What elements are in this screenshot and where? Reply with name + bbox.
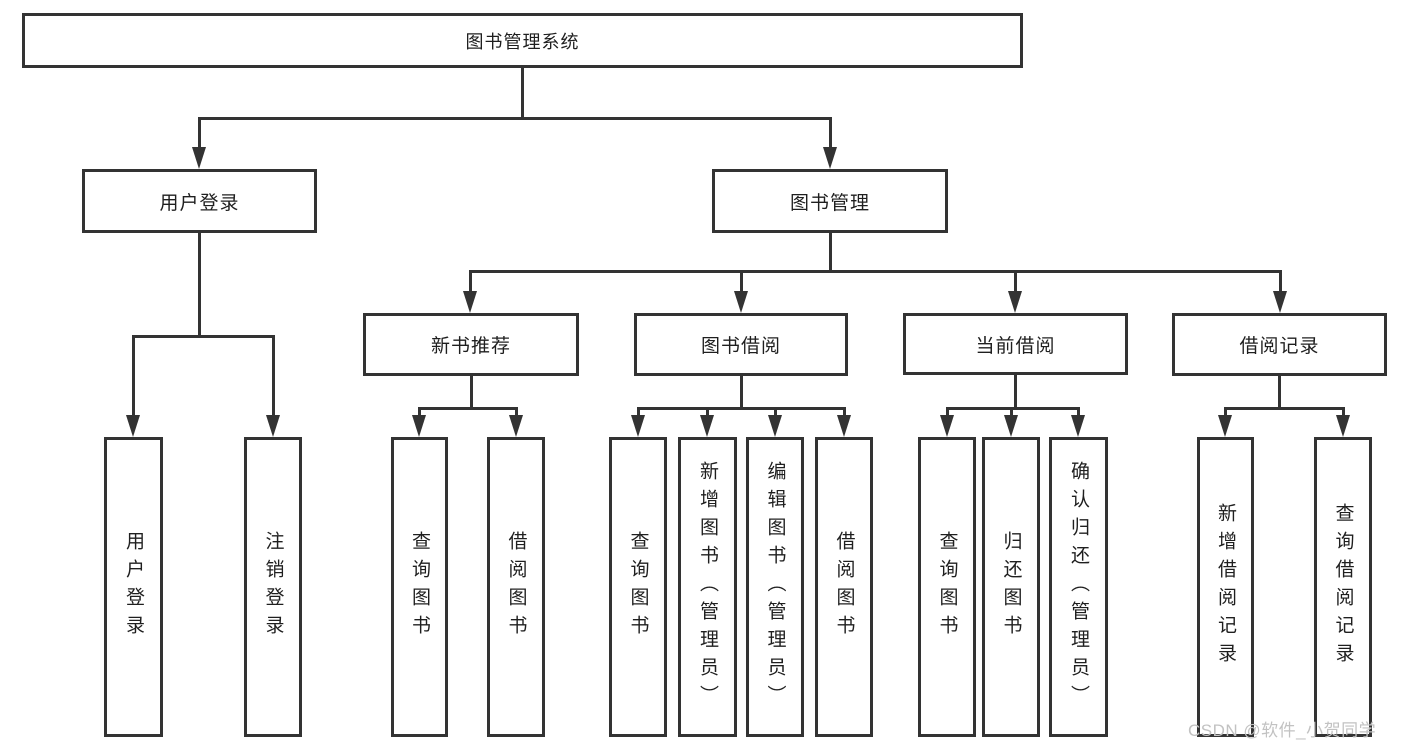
- node-book-borrow: 图书借阅: [634, 313, 848, 376]
- node-book-management: 图书管理: [712, 169, 948, 233]
- arrowhead-icon: [1008, 291, 1022, 313]
- connector-current-borrow-stem: [1014, 375, 1017, 410]
- arrowhead-icon: [1218, 415, 1232, 437]
- node-borrow-records-label: 借阅记录: [1239, 336, 1320, 357]
- leaf-newbook-borrow-books-label: 借阅图书: [505, 531, 527, 643]
- leaf-borrow-edit-books-admin-label: 编辑图书（管理员）: [764, 461, 786, 713]
- csdn-watermark: CSDN @软件_小贺同学: [1188, 721, 1377, 740]
- leaf-borrow-add-books-admin: 新增图书（管理员）: [678, 437, 737, 737]
- connector-user-login-bar: [132, 335, 274, 338]
- arrowhead-icon: [1336, 415, 1350, 437]
- arrowhead-icon: [631, 415, 645, 437]
- leaf-borrow-query-books-label: 查询图书: [627, 531, 649, 643]
- leaf-current-query-books: 查询图书: [918, 437, 976, 737]
- node-root-label: 图书管理系统: [465, 31, 580, 52]
- leaf-records-add-record-label: 新增借阅记录: [1215, 503, 1236, 671]
- connector-stub: [1077, 407, 1080, 419]
- connector-stub: [637, 407, 640, 419]
- connector-to-new-book: [469, 270, 472, 293]
- connector-new-book-bar: [418, 407, 517, 410]
- arrowhead-icon: [700, 415, 714, 437]
- leaf-current-confirm-return-admin-label: 确认归还（管理员）: [1068, 461, 1089, 713]
- connector-user-login-stem: [198, 233, 201, 338]
- leaf-newbook-borrow-books: 借阅图书: [487, 437, 545, 737]
- arrowhead-icon: [266, 415, 280, 437]
- connector-stub: [1224, 407, 1227, 419]
- leaf-user-login: 用户登录: [104, 437, 163, 737]
- connector-borrow-records-stem: [1278, 376, 1281, 410]
- connector-borrow-records-bar: [1224, 407, 1343, 410]
- leaf-records-add-record: 新增借阅记录: [1197, 437, 1254, 737]
- connector-stub: [1342, 407, 1345, 419]
- connector-to-book-management: [829, 117, 832, 149]
- node-new-book-recommend-label: 新书推荐: [430, 336, 511, 357]
- leaf-current-return-books-label: 归还图书: [1000, 531, 1022, 643]
- node-current-borrow-label: 当前借阅: [975, 335, 1056, 357]
- leaf-newbook-query-books-label: 查询图书: [409, 531, 430, 643]
- leaf-records-query-record: 查询借阅记录: [1314, 437, 1372, 737]
- arrowhead-icon: [126, 415, 140, 437]
- connector-stub: [418, 407, 421, 419]
- arrowhead-icon: [1273, 291, 1287, 313]
- connector-to-leaf-logout: [272, 335, 275, 417]
- connector-new-book-stem: [470, 376, 473, 410]
- connector-book-borrow-bar: [637, 407, 844, 410]
- connector-stub: [946, 407, 949, 419]
- connector-book-management-stem: [829, 233, 832, 273]
- connector-book-borrow-stem: [740, 376, 743, 410]
- node-user-login: 用户登录: [82, 169, 317, 233]
- connector-to-user-login: [198, 117, 201, 149]
- arrowhead-icon: [837, 415, 851, 437]
- node-book-management-label: 图书管理: [789, 192, 870, 214]
- connector-to-borrow-records: [1279, 270, 1282, 293]
- node-book-borrow-label: 图书借阅: [700, 336, 781, 357]
- leaf-current-return-books: 归还图书: [982, 437, 1040, 737]
- arrowhead-icon: [463, 291, 477, 313]
- arrowhead-icon: [509, 415, 523, 437]
- connector-stub: [706, 407, 709, 419]
- leaf-user-login-label: 用户登录: [123, 531, 144, 643]
- node-borrow-records: 借阅记录: [1172, 313, 1387, 376]
- arrowhead-icon: [768, 415, 782, 437]
- leaf-borrow-borrow-books-label: 借阅图书: [833, 531, 855, 643]
- arrowhead-icon: [1004, 415, 1018, 437]
- leaf-borrow-add-books-admin-label: 新增图书（管理员）: [697, 461, 718, 713]
- leaf-current-confirm-return-admin: 确认归还（管理员）: [1049, 437, 1108, 737]
- connector-to-current-borrow: [1014, 270, 1017, 293]
- node-new-book-recommend: 新书推荐: [363, 313, 579, 376]
- leaf-newbook-query-books: 查询图书: [391, 437, 448, 737]
- leaf-borrow-edit-books-admin: 编辑图书（管理员）: [746, 437, 804, 737]
- leaf-borrow-query-books: 查询图书: [609, 437, 667, 737]
- arrowhead-icon: [734, 291, 748, 313]
- node-user-login-label: 用户登录: [159, 192, 240, 214]
- node-root-library-management-system: 图书管理系统: [22, 13, 1023, 68]
- leaf-current-query-books-label: 查询图书: [936, 531, 958, 643]
- arrowhead-icon: [823, 147, 837, 169]
- leaf-logout: 注销登录: [244, 437, 302, 737]
- connector-root-bar: [198, 117, 832, 120]
- connector-to-book-borrow: [740, 270, 743, 293]
- connector-stub: [843, 407, 846, 419]
- leaf-records-query-record-label: 查询借阅记录: [1332, 503, 1354, 671]
- leaf-logout-label: 注销登录: [262, 531, 284, 643]
- leaf-borrow-borrow-books: 借阅图书: [815, 437, 873, 737]
- arrowhead-icon: [940, 415, 954, 437]
- arrowhead-icon: [1071, 415, 1085, 437]
- connector-stub: [1010, 407, 1013, 419]
- connector-root-stem: [521, 68, 524, 120]
- connector-stub: [515, 407, 518, 419]
- connector-stub: [774, 407, 777, 419]
- arrowhead-icon: [412, 415, 426, 437]
- connector-book-management-bar: [469, 270, 1281, 273]
- arrowhead-icon: [192, 147, 206, 169]
- node-current-borrow: 当前借阅: [903, 313, 1128, 375]
- connector-to-leaf-user-login: [132, 335, 135, 417]
